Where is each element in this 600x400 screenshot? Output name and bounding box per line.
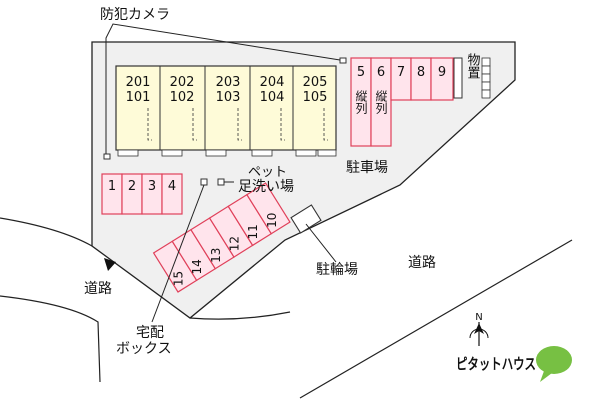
parking-space-number: 1 bbox=[108, 179, 116, 194]
delivery-box-leader bbox=[151, 184, 205, 323]
unit-label-upper: 204 bbox=[260, 75, 285, 90]
delivery-box-label-line2: ボックス bbox=[116, 341, 172, 357]
unit-label-lower: 104 bbox=[260, 90, 285, 105]
entrance-arrow-icon bbox=[104, 258, 116, 271]
parking-diagonal: 15 14 13 12 11 10 bbox=[152, 182, 291, 293]
logo-text: ピタットハウス bbox=[456, 355, 536, 373]
storage-label: 物置 bbox=[465, 53, 481, 79]
pet-wash-icon bbox=[200, 178, 208, 186]
tandem-label: 縦列 bbox=[354, 90, 368, 114]
parking-space-number: 3 bbox=[148, 179, 156, 194]
parking-space-number: 10 bbox=[265, 213, 279, 228]
logo-mark-icon bbox=[536, 346, 572, 374]
pet-wash-label-line2: 足洗い場 bbox=[238, 179, 294, 195]
unit-label-lower: 101 bbox=[126, 90, 151, 105]
tandem-label: 縦列 bbox=[374, 90, 388, 114]
parking-space-number: 7 bbox=[397, 65, 405, 80]
camera-label: 防犯カメラ bbox=[100, 7, 170, 23]
pet-wash-label-line1: ペット bbox=[248, 165, 287, 180]
road-label-left: 道路 bbox=[84, 281, 112, 297]
unit-label-upper: 201 bbox=[126, 75, 151, 90]
north-arrow-icon: N bbox=[469, 312, 489, 346]
parking-top: 5 6 7 8 9 縦列 縦列 bbox=[350, 57, 454, 147]
camera-icon bbox=[339, 57, 347, 64]
parking-space-number: 9 bbox=[438, 65, 446, 80]
logo: ピタットハウス bbox=[456, 346, 572, 382]
bike-parking-leader bbox=[305, 223, 337, 263]
building: 201 101 202 102 203 103 204 104 205 105 bbox=[115, 65, 337, 157]
parking-space-number: 4 bbox=[168, 179, 176, 194]
parking-space-number: 5 bbox=[357, 65, 365, 80]
bike-parking-label: 駐輪場 bbox=[316, 261, 358, 278]
parking-space-number: 11 bbox=[246, 224, 260, 239]
road-edge-left-top bbox=[0, 217, 93, 247]
parking-space-number: 6 bbox=[377, 65, 385, 80]
road-edge-bottom bbox=[189, 311, 291, 320]
road-label-right: 道路 bbox=[408, 255, 436, 271]
parking-space-number: 12 bbox=[228, 236, 242, 251]
unit-label-lower: 102 bbox=[170, 90, 195, 105]
unit-label-upper: 203 bbox=[216, 75, 241, 90]
road-edge-right bbox=[299, 239, 573, 399]
unit-label-upper: 202 bbox=[170, 75, 195, 90]
delivery-box-label-line1: 宅配 bbox=[136, 325, 164, 341]
unit-label-lower: 103 bbox=[216, 90, 241, 105]
parking-space-number: 2 bbox=[128, 179, 136, 194]
pet-wash-icon bbox=[217, 178, 225, 186]
camera-leader bbox=[105, 23, 341, 154]
north-label: N bbox=[475, 312, 482, 323]
unit-label-upper: 205 bbox=[303, 75, 328, 90]
parking-space-number: 14 bbox=[190, 259, 204, 274]
storage-shed: 物置 bbox=[453, 53, 491, 99]
parking-space-number: 8 bbox=[417, 65, 425, 80]
road-edge-left-bottom bbox=[0, 295, 101, 383]
parking-left: 1 2 3 4 bbox=[101, 173, 183, 215]
parking-space-number: 13 bbox=[209, 248, 223, 263]
parking-space-number: 15 bbox=[172, 271, 186, 286]
camera-icon bbox=[103, 153, 111, 160]
bike-parking-box bbox=[290, 204, 322, 234]
parking-area-label: 駐車場 bbox=[346, 159, 388, 176]
unit-label-lower: 105 bbox=[303, 90, 328, 105]
